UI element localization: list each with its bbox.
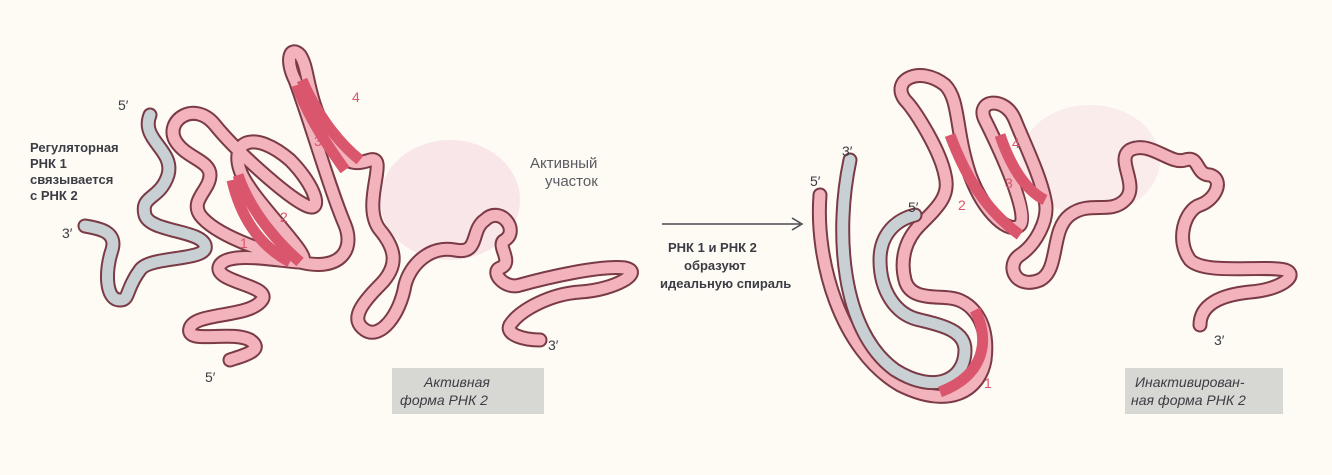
regulatory-label-line-2: РНК 1 xyxy=(30,156,67,171)
right-region-2-number: 2 xyxy=(958,197,966,213)
right-5prime-gray-inner-label: 5′ xyxy=(908,199,919,215)
region-3-number: 3 xyxy=(314,133,322,149)
reg-3prime-label: 3′ xyxy=(62,225,73,241)
region-2-number: 2 xyxy=(280,209,288,225)
reg-5prime-label: 5′ xyxy=(118,97,129,113)
arrow-label-line-1: РНК 1 и РНК 2 xyxy=(668,240,757,255)
caption-active-line-1: Активная xyxy=(423,374,490,390)
right-region-4-number: 4 xyxy=(1012,135,1020,151)
region-1-number: 1 xyxy=(240,235,248,251)
right-3prime-main-label: 3′ xyxy=(1214,332,1225,348)
arrow-label-line-3: идеальную спираль xyxy=(660,276,791,291)
caption-inactive-line-1: Инактивирован- xyxy=(1135,374,1245,390)
arrow-label-line-2: образуют xyxy=(684,258,746,273)
caption-inactive-line-2: ная форма РНК 2 xyxy=(1131,392,1246,408)
regulatory-label-line-4: с РНК 2 xyxy=(30,188,78,203)
right-region-1-number: 1 xyxy=(984,375,992,391)
regulatory-label-line-1: Регуляторная xyxy=(30,140,119,155)
regulatory-label-line-3: связывается xyxy=(30,172,113,187)
caption-active-line-2: форма РНК 2 xyxy=(400,392,488,408)
active-site-label-line-2: участок xyxy=(545,173,598,190)
right-5prime-pink-label: 5′ xyxy=(810,173,821,189)
active-site-label-line-1: Активный xyxy=(530,155,597,172)
region-4-number: 4 xyxy=(352,89,360,105)
main-5prime-label: 5′ xyxy=(205,369,216,385)
right-3prime-gray-label: 3′ xyxy=(842,143,853,159)
right-region-3-number: 3 xyxy=(1005,175,1013,191)
main-3prime-label: 3′ xyxy=(548,337,559,353)
